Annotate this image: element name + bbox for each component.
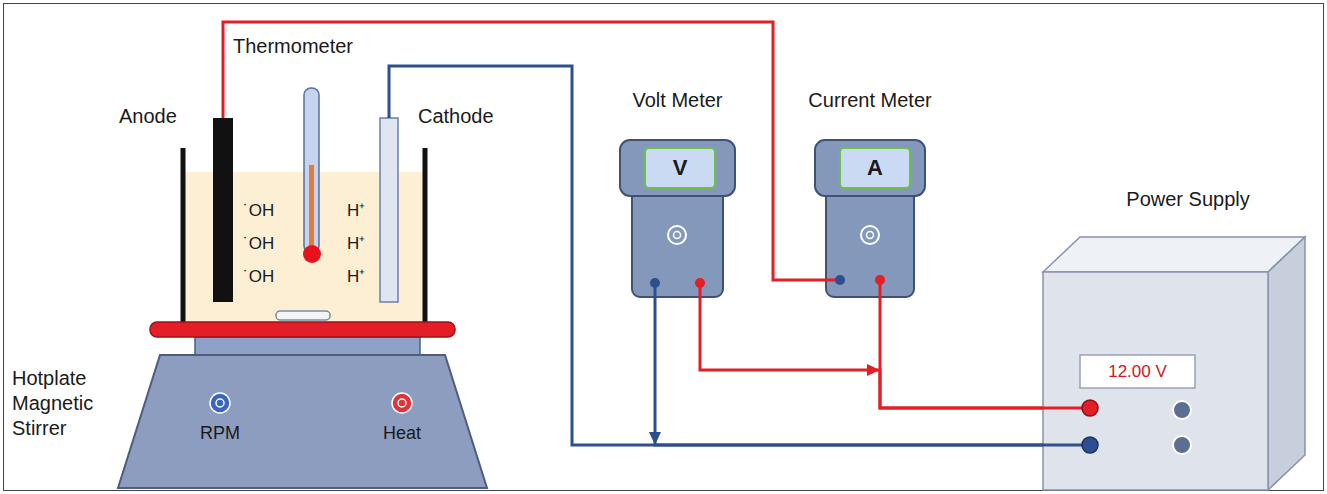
meter-body <box>826 188 914 297</box>
beaker-wall <box>181 148 186 325</box>
terminal <box>650 278 660 288</box>
supply-display <box>1080 355 1195 388</box>
terminal <box>1082 400 1098 416</box>
meter-symbol: V <box>645 148 715 188</box>
supply-knob <box>1173 401 1191 419</box>
meter-head <box>620 140 735 196</box>
hotplate-base <box>118 355 487 488</box>
knob-label: RPM <box>190 422 250 445</box>
supply-front <box>1043 272 1268 490</box>
meter-display <box>840 148 910 188</box>
terminal <box>835 275 845 285</box>
wire-line <box>880 297 1043 408</box>
frame <box>4 4 1324 491</box>
wire <box>223 22 815 280</box>
meter-knob <box>668 226 686 244</box>
terminal <box>695 278 705 288</box>
wire <box>880 297 1043 408</box>
cathode: Cathode <box>380 118 398 302</box>
anode-rod <box>213 118 233 302</box>
wire-line <box>655 297 1043 445</box>
meter-body <box>632 188 723 297</box>
wire <box>389 66 1043 445</box>
part-label: Volt Meter <box>600 88 755 113</box>
wire-stub <box>1043 407 1086 410</box>
supply-knob <box>1173 436 1191 454</box>
current-meter: Current MeterA <box>815 140 925 297</box>
heat-knob <box>398 399 406 407</box>
power-supply: Power Supply12.00 V <box>1043 272 1268 490</box>
wire-line <box>700 297 1043 408</box>
knob-label: Heat <box>372 422 432 445</box>
hotplate-stirrer: Hotplate Magnetic StirrerRPMHeat <box>118 338 487 488</box>
stir-bar <box>276 311 330 320</box>
part-label: Hotplate Magnetic Stirrer <box>12 366 112 441</box>
wire-line <box>389 66 1043 445</box>
wire <box>700 297 1043 408</box>
ion-label: H⁺ <box>347 200 365 221</box>
thermometer-column <box>309 165 314 250</box>
rpm-knob <box>216 399 224 407</box>
meter-knob <box>867 232 874 239</box>
part-label: Cathode <box>418 104 494 129</box>
ion-label: H⁺ <box>347 266 365 287</box>
cathode-rod <box>380 118 398 302</box>
voltage-readout: 12.00 V <box>1080 355 1195 388</box>
rpm-knob <box>210 393 230 413</box>
wire <box>649 297 1043 445</box>
ion-label: ˙OH <box>243 233 274 254</box>
hotplate-neck <box>195 337 420 355</box>
meter-knob <box>674 232 681 239</box>
thermometer-tube <box>304 88 319 253</box>
part-label: Power Supply <box>1088 187 1288 212</box>
wire-stub <box>1043 444 1086 447</box>
heat-knob <box>392 393 412 413</box>
arrow-head <box>649 432 661 445</box>
meter-display <box>645 148 715 188</box>
ion-label: H⁺ <box>347 233 365 254</box>
ion-label: ˙OH <box>243 266 274 287</box>
meter-symbol: A <box>840 148 910 188</box>
supply-side <box>1268 237 1305 490</box>
meter-head <box>815 140 925 196</box>
terminal <box>875 275 885 285</box>
part-label: Thermometer <box>233 34 353 59</box>
ion-label: ˙OH <box>243 200 274 221</box>
anode: Anode <box>213 118 233 302</box>
thermometer-bulb <box>303 245 321 263</box>
part-label: Anode <box>119 104 177 129</box>
volt-meter: Volt MeterV <box>620 140 735 297</box>
supply-top <box>1043 237 1305 272</box>
beaker-wall <box>423 148 428 325</box>
arrow-head <box>867 364 880 376</box>
part-label: Current Meter <box>790 88 950 113</box>
hot-plate <box>150 322 455 337</box>
terminal <box>1082 437 1098 453</box>
meter-knob <box>861 226 879 244</box>
wire-line <box>223 22 815 280</box>
